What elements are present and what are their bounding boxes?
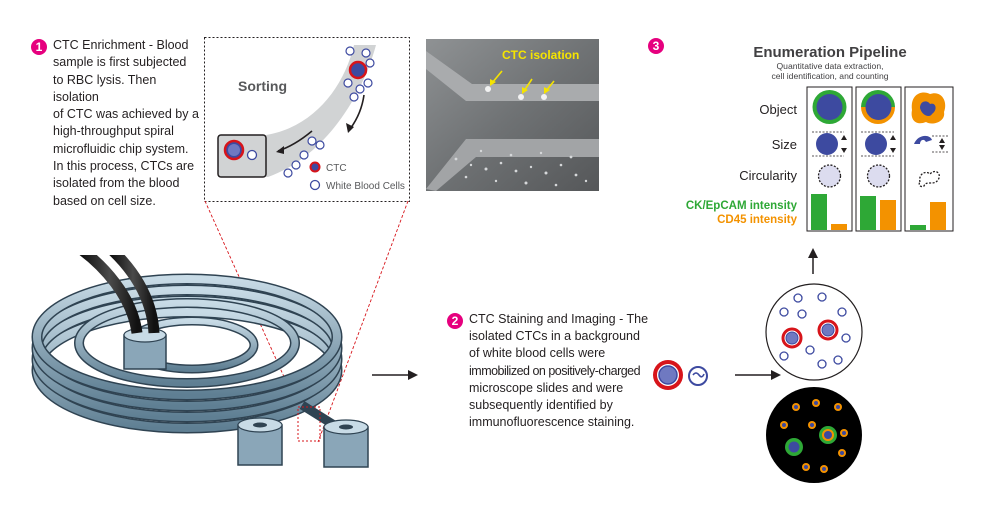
pipeline-title: Enumeration Pipeline bbox=[753, 44, 907, 61]
step-1-badge: 1 bbox=[31, 39, 47, 55]
row-label-circularity: Circularity bbox=[739, 168, 797, 183]
pipeline-column-double-positive bbox=[855, 86, 902, 232]
step-1-line: sample is first subjected bbox=[53, 55, 187, 70]
step-2-line: immobilized on positively-charged bbox=[469, 363, 641, 378]
row-label-size: Size bbox=[771, 137, 797, 152]
wbc-cell-icon bbox=[307, 136, 317, 146]
ck-epcam-intensity-label: CK/EpCAM intensity bbox=[685, 200, 797, 212]
cd45-intensity-label: CD45 intensity bbox=[717, 214, 797, 226]
wbc-cell-icon bbox=[315, 140, 325, 150]
right-arrow-icon bbox=[372, 370, 418, 380]
legend-ctc-label: CTC bbox=[326, 163, 347, 174]
wbc-cell-icon bbox=[349, 92, 359, 102]
spiral-microfluidic-chip bbox=[31, 255, 369, 468]
pipeline-column-irregular bbox=[904, 86, 954, 232]
wbc-cell-icon bbox=[299, 150, 309, 160]
step-1-line: of CTC was achieved by a bbox=[53, 107, 199, 122]
step-2-line: microscope slides and were bbox=[469, 380, 624, 395]
wbc-cell-icon bbox=[246, 149, 258, 161]
wbc-cell-icon bbox=[283, 168, 293, 178]
step-2-line: immunofluorescence staining. bbox=[469, 415, 635, 430]
step-1-description: CTC Enrichment - Blood sample is first s… bbox=[53, 37, 203, 210]
fluorescence-slide bbox=[766, 387, 862, 483]
wbc-cell-icon bbox=[345, 46, 355, 56]
ctc-and-wbc-icons bbox=[653, 360, 708, 390]
wbc-cell-icon bbox=[361, 48, 371, 58]
right-arrow-icon bbox=[735, 370, 781, 380]
step-2-badge: 2 bbox=[447, 313, 463, 329]
row-label-object: Object bbox=[759, 102, 797, 117]
brightfield-slide bbox=[765, 283, 863, 381]
step-1-line: to RBC lysis. Then isolation bbox=[53, 72, 157, 104]
step-3-badge: 3 bbox=[648, 38, 664, 54]
wbc-cell-icon bbox=[343, 78, 353, 88]
pipeline-subtitle: Quantitative data extraction, cell ident… bbox=[745, 61, 915, 81]
legend-wbc-icon bbox=[309, 179, 321, 191]
pipeline-subtitle-line: cell identification, and counting bbox=[771, 71, 889, 81]
step-2-line: of white blood cells were bbox=[469, 346, 606, 361]
step-1-line: based on cell size. bbox=[53, 193, 156, 208]
legend-wbc-label: White Blood Cells bbox=[326, 181, 405, 192]
step-1-line: high-throughput spiral bbox=[53, 124, 174, 139]
wbc-cell-icon bbox=[363, 78, 373, 88]
step-2-description: CTC Staining and Imaging - The isolated … bbox=[469, 311, 659, 431]
wbc-cell-icon bbox=[291, 160, 301, 170]
step-1-line: microfluidic chip system. bbox=[53, 141, 189, 156]
sorting-inset: Sorting CTC White Blood Cells bbox=[204, 37, 410, 202]
pipeline-column-ctc bbox=[806, 86, 853, 232]
wbc-cell-icon bbox=[365, 58, 375, 68]
wbc-cell-icon bbox=[355, 84, 365, 94]
pipeline-subtitle-line: Quantitative data extraction, bbox=[776, 61, 884, 71]
step-1-line: CTC Enrichment - Blood bbox=[53, 38, 189, 52]
step-1-line: In this process, CTCs are bbox=[53, 159, 195, 174]
step-2-line: isolated CTCs in a background bbox=[469, 329, 640, 344]
sorting-title: Sorting bbox=[238, 78, 287, 94]
ctc-cell-icon bbox=[348, 60, 368, 80]
step-1-line: isolated from the blood bbox=[53, 176, 180, 191]
pipeline-grid bbox=[806, 86, 954, 232]
step-2-line: CTC Staining and Imaging - The bbox=[469, 312, 649, 326]
up-arrow-icon bbox=[808, 248, 818, 274]
step-2-line: subsequently identified by bbox=[469, 398, 613, 413]
ctc-isolation-micrograph: CTC isolation bbox=[426, 39, 599, 191]
legend-ctc-icon bbox=[309, 161, 321, 173]
micrograph-label: CTC isolation bbox=[502, 48, 579, 62]
